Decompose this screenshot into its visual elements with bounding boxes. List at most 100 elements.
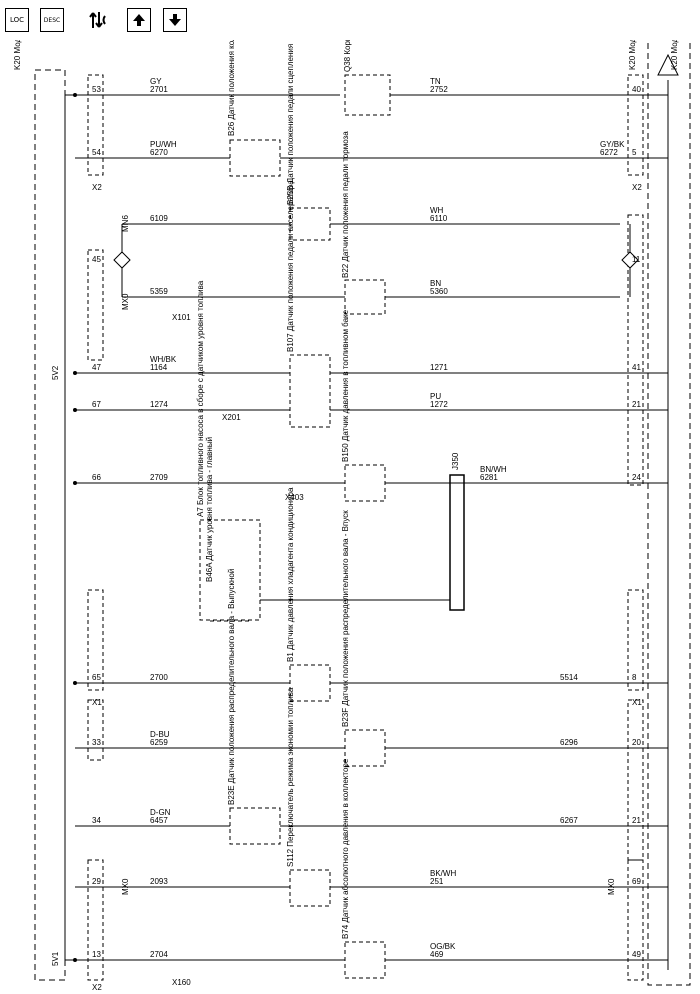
wire-2701-color: GY (150, 77, 162, 86)
pin-29: 29 (92, 877, 101, 886)
pin-11: 11 (632, 255, 641, 264)
component-s112: S112 Переключатель режима экономии топли… (286, 687, 295, 867)
wire-6270: 6270 (150, 148, 168, 157)
wire-5359: 5359 (150, 287, 168, 296)
wire-6272-color: GY/BK (600, 140, 625, 149)
wire-2093: 2093 (150, 877, 168, 886)
component-b26: B26 Датчик положения коленвала (227, 40, 236, 136)
connector-x1-right: X1 (632, 698, 642, 707)
wire-6267: 6267 (560, 816, 578, 825)
toolbar: LOC DESC (0, 0, 700, 40)
component-b22: B22 Датчик положения педали тормоза (341, 131, 350, 278)
connector-x2-bottom: X2 (92, 983, 102, 992)
pin-13: 13 (92, 950, 101, 959)
pin-21-a: 21 (632, 400, 641, 409)
pin-34: 34 (92, 816, 101, 825)
wire-6109: 6109 (150, 214, 168, 223)
loc-button[interactable]: LOC (5, 8, 29, 32)
wire-1274: 1274 (150, 400, 168, 409)
wire-1164: 1164 (150, 363, 168, 372)
component-b23e: B23E Датчик положения распределительного… (227, 569, 236, 805)
connector-x1-left: X1 (92, 698, 102, 707)
ecu-left-box (34, 69, 66, 981)
module-a7: A7 Блок топливного насоса в сборе с датч… (196, 280, 205, 517)
component-b107: B107 Датчик положения педали акселератор… (286, 180, 295, 352)
wire-6296: 6296 (560, 738, 578, 747)
connector-x2-left: X2 (92, 183, 102, 192)
desc-button[interactable]: DESC (40, 8, 64, 32)
pin-24: 24 (632, 473, 641, 482)
k20-top-label: K20 Модуль управления двигателем (670, 40, 679, 70)
wire-251-color: BK/WH (430, 869, 456, 878)
component-b150: B150 Датчик давления в топливном баке (341, 309, 350, 462)
k20-right-label: K20 Модуль управления двигателем (628, 40, 637, 70)
ecu-right-box (647, 40, 691, 986)
wire-6110: 6110 (430, 214, 448, 223)
wire-1272-color: PU (430, 392, 441, 401)
mx0-label-right: MX0 (607, 878, 616, 895)
pin-5: 5 (632, 148, 637, 157)
component-b46a: B46A Датчик уровня топлива - главный (205, 437, 214, 582)
bus-5v1: 5V1 (51, 951, 60, 966)
pin-40: 40 (632, 85, 641, 94)
wire-6270-color: PU/WH (150, 140, 177, 149)
pin-54: 54 (92, 148, 101, 157)
pin-69: 69 (632, 877, 641, 886)
pin-45: 45 (92, 255, 101, 264)
arrow-up-icon (133, 14, 145, 26)
component-b25b: B25B Датчик положения педали сцепления (286, 44, 295, 205)
wire-469-color: OG/BK (430, 942, 456, 951)
wire-2701: 2701 (150, 85, 168, 94)
move-up-button[interactable] (127, 8, 151, 32)
wire-2704: 2704 (150, 950, 168, 959)
signal-flow-button[interactable] (87, 8, 111, 32)
wire-5360: 5360 (430, 287, 448, 296)
wire-6281-color: BN/WH (480, 465, 507, 474)
wire-6457: 6457 (150, 816, 168, 825)
component-b1: B1 Датчик давления хладагента кондиционе… (286, 487, 295, 662)
j350-label: J350 (451, 452, 460, 470)
pin-20: 20 (632, 738, 641, 747)
wire-1164-color: WH/BK (150, 355, 177, 364)
wire-5360-color: BN (430, 279, 441, 288)
wire-6259: 6259 (150, 738, 168, 747)
wire-5514: 5514 (560, 673, 578, 682)
wire-1271: 1271 (430, 363, 448, 372)
connector-x101: X101 (172, 313, 191, 322)
signal-flow-icon (89, 12, 106, 28)
wire-251: 251 (430, 877, 444, 886)
k20-left-label: K20 Модуль управления двигателем (13, 40, 22, 70)
bus-5v2: 5V2 (51, 365, 60, 380)
pin-47: 47 (92, 363, 101, 372)
pin-67: 67 (92, 400, 101, 409)
wire-6281: 6281 (480, 473, 498, 482)
pin-8: 8 (632, 673, 637, 682)
component-q38: Q38 Корпус дроссельной заслонки (343, 40, 352, 72)
wire-2752: 2752 (430, 85, 448, 94)
arrow-down-icon (169, 14, 181, 26)
wiring-diagram: K20 Модуль управления двигателем K20 Мод… (13, 40, 691, 992)
pin-33: 33 (92, 738, 101, 747)
mn6-label: MN6 (121, 215, 130, 232)
pin-65: 65 (92, 673, 101, 682)
pin-49: 49 (632, 950, 641, 959)
loc-icon: LOC (9, 16, 25, 24)
connector-x2-right: X2 (632, 183, 642, 192)
wire-1272: 1272 (430, 400, 448, 409)
wire-2709: 2709 (150, 473, 168, 482)
wire-2752-color: TN (430, 77, 441, 86)
pin-21-b: 21 (632, 816, 641, 825)
mx0-label-bottom: MX0 (121, 878, 130, 895)
pin-41: 41 (632, 363, 641, 372)
connector-x403: X403 (285, 493, 304, 502)
wire-2700: 2700 (150, 673, 168, 682)
desc-icon: DESC (43, 16, 61, 24)
connector-x160: X160 (172, 978, 191, 987)
component-b23f: B23F Датчик положения распределительного… (341, 510, 350, 727)
pin-66: 66 (92, 473, 101, 482)
wire-6259-color: D-BU (150, 730, 170, 739)
wire-6272: 6272 (600, 148, 618, 157)
connector-x201: X201 (222, 413, 241, 422)
move-down-button[interactable] (163, 8, 187, 32)
mx0-label-top: MX0 (121, 293, 130, 310)
